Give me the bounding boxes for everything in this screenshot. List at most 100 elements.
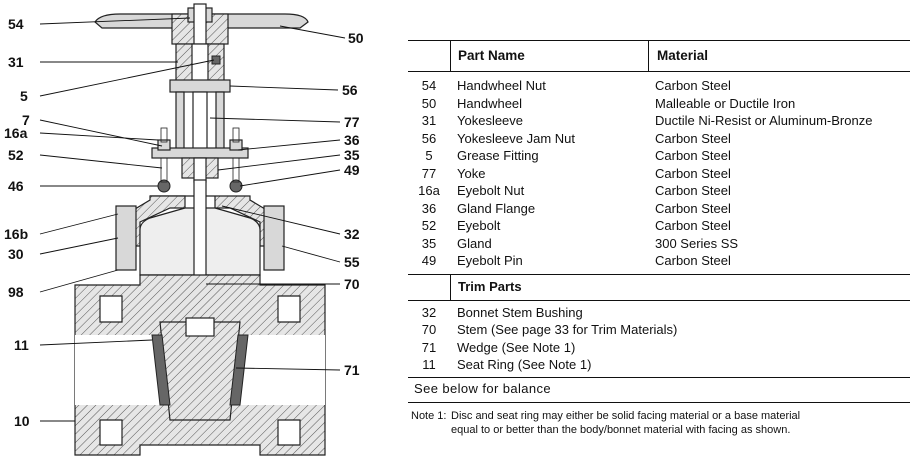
- table-row: 36 Gland Flange Carbon Steel: [408, 200, 910, 218]
- trim-num: 71: [421, 339, 437, 355]
- part-num: 5: [425, 148, 433, 163]
- header-material: Material: [648, 41, 910, 71]
- part-name: Eyebolt Nut: [457, 183, 525, 198]
- table-row: 56 Yokesleeve Jam Nut Carbon Steel: [408, 130, 910, 148]
- seat-rings: [151, 334, 249, 406]
- trim-num: 32: [421, 304, 437, 320]
- trim-num: 70: [421, 322, 437, 337]
- callout-71: 71: [344, 362, 360, 378]
- callout-30: 30: [8, 246, 24, 262]
- callout-32: 32: [344, 226, 360, 242]
- part-material: Carbon Steel: [655, 200, 731, 216]
- part-material: Ductile Ni-Resist or Aluminum-Bronze: [655, 113, 873, 128]
- part-num: 31: [421, 113, 437, 128]
- table-row: 49 Eyebolt Pin Carbon Steel: [408, 252, 910, 270]
- gland-flange: [151, 127, 249, 183]
- part-material: Carbon Steel: [655, 218, 731, 233]
- callout-11: 11: [14, 337, 29, 353]
- part-name: Handwheel: [457, 95, 523, 111]
- trim-rows: 32 Bonnet Stem Bushing 70 Stem (See page 3…: [408, 301, 910, 374]
- trim-header-num: [408, 275, 450, 300]
- part-name: Yoke: [457, 165, 486, 181]
- table-row: 52 Eyebolt Carbon Steel: [408, 217, 910, 235]
- trim-name: Wedge (See Note 1): [457, 339, 576, 355]
- balance-note: See below for balance: [408, 376, 910, 403]
- table-row: 54 Handwheel Nut Carbon Steel: [408, 77, 910, 95]
- part-name: Eyebolt Pin: [457, 253, 523, 268]
- header-part-name: Part Name: [450, 41, 648, 71]
- table-row: 50 Handwheel Malleable or Ductile Iron: [408, 95, 910, 113]
- trim-parts-title: Trim Parts: [450, 274, 648, 300]
- note-text: Disc and seat ring may either be solid f…: [451, 409, 800, 437]
- part-name: Gland Flange: [457, 200, 536, 216]
- trim-name: Stem (See page 33 for Trim Materials): [457, 322, 678, 337]
- table-row: 70 Stem (See page 33 for Trim Materials): [408, 321, 910, 339]
- note-label: Note 1:: [411, 409, 447, 422]
- callout-46: 46: [8, 178, 24, 194]
- wedge: [159, 317, 241, 421]
- part-name: Yokesleeve: [457, 113, 524, 128]
- part-material: Carbon Steel: [655, 130, 731, 146]
- leader-lines: [39, 17, 346, 422]
- table-row: 32 Bonnet Stem Bushing: [408, 304, 910, 322]
- callout-31: 31: [8, 54, 24, 70]
- table-header: Part Name Material: [408, 40, 910, 72]
- note-line-1: Disc and seat ring may either be solid f…: [451, 409, 801, 422]
- stem-top: [193, 3, 207, 51]
- part-num: 35: [421, 235, 437, 251]
- trim-num: 11: [422, 357, 436, 372]
- part-num: 49: [421, 253, 437, 268]
- part-material: Carbon Steel: [655, 253, 731, 268]
- yoke: [175, 91, 225, 153]
- callout-77: 77: [344, 114, 360, 130]
- callout-49: 49: [344, 162, 360, 178]
- part-num: 36: [421, 200, 437, 216]
- callout-16a: 16a: [4, 125, 28, 141]
- part-name: Grease Fitting: [457, 148, 539, 163]
- trim-name: Bonnet Stem Bushing: [457, 304, 583, 320]
- callout-52: 52: [8, 147, 24, 163]
- callout-16b: 16b: [4, 226, 28, 242]
- bonnet-studs: [115, 205, 285, 271]
- callout-7: 7: [22, 112, 30, 128]
- callout-50: 50: [348, 30, 364, 46]
- part-material: Carbon Steel: [655, 183, 731, 198]
- part-num: 50: [421, 95, 437, 111]
- callout-36: 36: [344, 132, 360, 148]
- table-row: 35 Gland 300 Series SS: [408, 235, 910, 253]
- callout-55: 55: [344, 254, 360, 270]
- part-material: 300 Series SS: [655, 235, 739, 251]
- part-num: 77: [421, 165, 437, 181]
- part-material: Malleable or Ductile Iron: [655, 95, 796, 111]
- part-material: Carbon Steel: [655, 148, 731, 163]
- part-name: Gland: [457, 235, 492, 251]
- table-row: 5 Grease Fitting Carbon Steel: [408, 147, 910, 165]
- note-1: Note 1: Disc and seat ring may either be…: [408, 409, 910, 437]
- part-material: Carbon Steel: [655, 165, 731, 181]
- table-row: 71 Wedge (See Note 1): [408, 339, 910, 357]
- part-name: Eyebolt: [457, 218, 501, 233]
- table-row: 77 Yoke Carbon Steel: [408, 165, 910, 183]
- part-material: Carbon Steel: [655, 78, 731, 93]
- table-row: 11 Seat Ring (See Note 1): [408, 356, 910, 374]
- yokesleeve-jam-nut: [169, 79, 231, 93]
- gate-valve-diagram: 54 31 5 7 16a 52 46 16b 30 98 11 10 50 5…: [4, 3, 364, 456]
- table-row: 16a Eyebolt Nut Carbon Steel: [408, 182, 910, 200]
- callout-10: 10: [14, 413, 30, 429]
- part-num: 52: [421, 218, 437, 233]
- callout-56: 56: [342, 82, 358, 98]
- callout-98: 98: [8, 284, 24, 300]
- trim-parts-header: Trim Parts: [408, 273, 910, 301]
- part-num: 54: [421, 78, 437, 93]
- callout-70: 70: [344, 276, 360, 292]
- callout-54: 54: [8, 16, 24, 32]
- callout-35: 35: [344, 147, 360, 163]
- part-num: 56: [421, 130, 437, 146]
- part-num: 16a: [418, 183, 440, 198]
- table-row: 31 Yokesleeve Ductile Ni-Resist or Aluminu…: [408, 112, 910, 130]
- part-name: Handwheel Nut: [457, 78, 546, 93]
- part-name: Yokesleeve Jam Nut: [457, 130, 576, 146]
- trim-name: Seat Ring (See Note 1): [457, 357, 592, 372]
